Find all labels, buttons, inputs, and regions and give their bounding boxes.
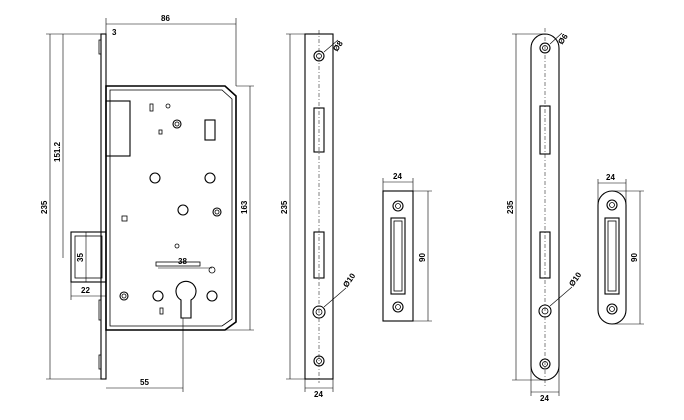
fpr-dim-235: 235 [506, 200, 515, 214]
spr-dim-90: 90 [630, 253, 639, 262]
cylinder-side-hole-left [152, 290, 164, 302]
fp-leader-hole [323, 39, 339, 53]
small-slot-3 [159, 307, 164, 315]
faceplate-bolt-slot [313, 231, 325, 279]
dim-3: 3 [112, 28, 117, 37]
strike-plate-outline [382, 190, 414, 322]
square-hole [121, 215, 128, 222]
dim-35: 35 [76, 253, 85, 262]
faceplate-rounded-hole-lower [539, 358, 551, 370]
sp-dim-24: 24 [393, 172, 402, 181]
lock-body-view: 86 3 235 151.2 163 38 35 22 55 [40, 14, 254, 392]
cylinder-guide [155, 261, 201, 267]
screw-hole-lower-inner [121, 293, 127, 299]
screw-hole [172, 119, 182, 129]
faceplate-rounded-hole-top [539, 42, 551, 54]
faceplate-latch-slot [313, 107, 325, 153]
fixing-hole-2 [204, 172, 216, 184]
strike-rounded-hole-top [606, 199, 618, 211]
faceplate-hole-top [313, 50, 325, 62]
faceplate-rounded-hole-bottom [538, 304, 552, 318]
fp-leader-hole-lower [323, 287, 347, 308]
dim-22: 22 [81, 286, 90, 295]
latch-bolt-edge [106, 100, 131, 156]
lock-case-inner [109, 89, 233, 327]
faceplate-hole-lower [313, 355, 325, 367]
dim-151-2: 151.2 [53, 141, 62, 162]
faceplate-view: 235 24 Ø8 Ø10 [280, 30, 358, 399]
fpr-dim-24: 24 [540, 394, 549, 403]
dim-38: 38 [178, 257, 187, 266]
screw-hole-lower [119, 291, 129, 301]
small-slot [149, 103, 154, 112]
strike-hole-bottom [392, 301, 404, 313]
strike-rounded-hole-bottom [606, 303, 618, 315]
strike-plate-rounded-outline [597, 190, 627, 325]
spr-dim-24: 24 [606, 173, 615, 182]
dim-55: 55 [140, 378, 149, 387]
cylinder-profile [175, 280, 197, 319]
deadbolt-block [70, 231, 107, 283]
dim-235: 235 [40, 200, 49, 214]
fixing-hole-1 [149, 172, 161, 184]
fp-dim-24: 24 [314, 390, 323, 399]
fpr-leader-hole-lower [549, 286, 573, 307]
fpr-leader-hole [549, 32, 563, 45]
faceplate-tab-lower [98, 354, 102, 370]
fpr-dim-hole-lower: Ø10 [567, 270, 583, 288]
fixing-hole-4 [212, 207, 222, 217]
small-hole-3 [208, 266, 216, 274]
fp-dim-235: 235 [280, 200, 289, 214]
small-hole [165, 103, 171, 109]
strike-plate-view: 24 90 [382, 172, 432, 322]
deadbolt-inner [74, 235, 103, 279]
fixing-hole-3 [177, 204, 189, 216]
strike-plate-slot [390, 217, 406, 295]
small-slot-2 [158, 129, 163, 135]
faceplate-tab-bottom [98, 299, 102, 321]
faceplate-hole-bottom [312, 305, 326, 319]
fixing-hole-4-inner [214, 209, 220, 215]
cylinder-side-hole-right [206, 290, 218, 302]
sp-dim-90: 90 [418, 253, 427, 262]
dim-86: 86 [161, 14, 170, 23]
dim-163: 163 [240, 200, 249, 214]
faceplate-rounded-bolt-slot [539, 231, 551, 279]
faceplate-rounded-latch-slot [539, 105, 551, 155]
strike-plate-rounded-view: 24 90 [597, 173, 644, 325]
fp-dim-hole-lower: Ø10 [341, 271, 357, 289]
lock-case-outline [105, 85, 237, 331]
spindle-follower [204, 119, 216, 141]
screw-hole-inner [174, 121, 180, 127]
faceplate-rounded-view: 235 24 Ø6 Ø10 [506, 28, 584, 403]
faceplate-tab-top [98, 39, 102, 55]
small-hole-2 [174, 243, 180, 249]
strike-plate-rounded-slot [604, 217, 620, 295]
strike-hole-top [392, 200, 404, 212]
